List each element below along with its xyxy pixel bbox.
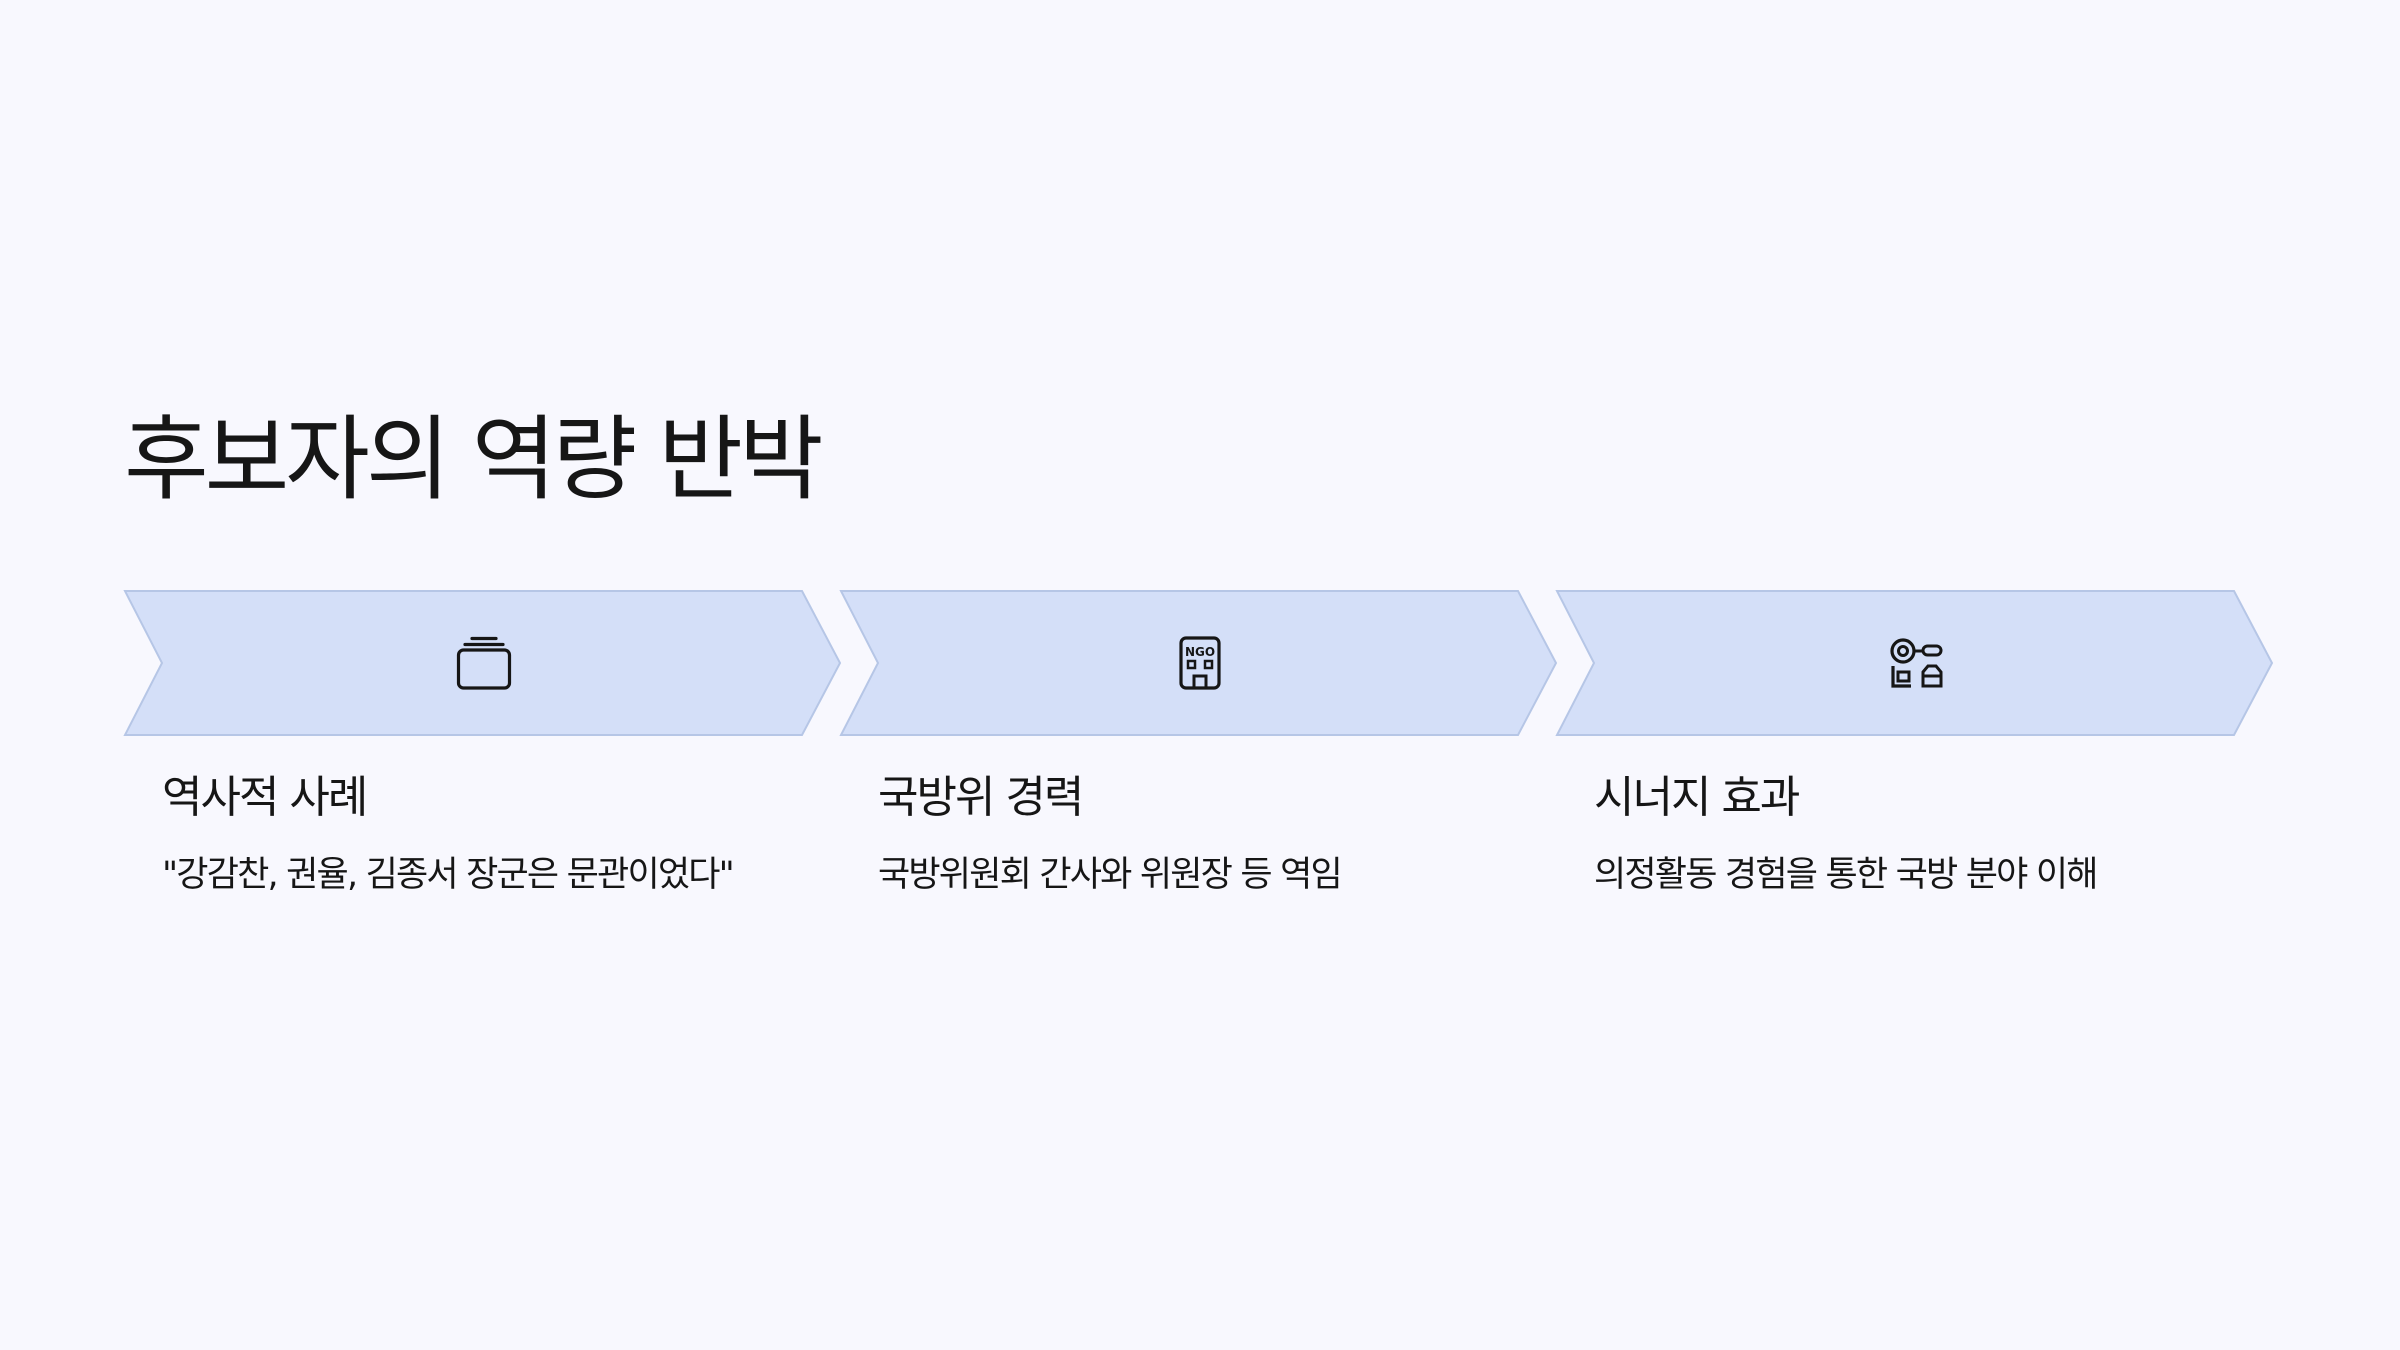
step-chevron-1 — [123, 590, 844, 736]
step-title-1: 역사적 사례 — [162, 772, 368, 823]
ngo-building-icon: NGO — [1173, 636, 1227, 690]
svg-text:NGO: NGO — [1185, 645, 1215, 659]
slide-title: 후보자의 역량 반박 — [124, 406, 824, 513]
step-chevron-2: NGO — [839, 590, 1560, 736]
step-chevron-3 — [1555, 590, 2276, 736]
chevron-shape — [123, 590, 842, 736]
chevron-shape — [1555, 590, 2274, 736]
step-title-2: 국방위 경력 — [878, 772, 1084, 823]
step-description-3: 의정활동 경험을 통한 국방 분야 이해 — [1594, 855, 2098, 895]
step-description-1: "강감찬, 권율, 김종서 장군은 문관이었다" — [162, 855, 735, 895]
chevron-shape — [839, 590, 1558, 736]
step-description-2: 국방위원회 간사와 위원장 등 역임 — [878, 855, 1343, 895]
wallet-icon — [456, 636, 512, 690]
step-title-3: 시너지 효과 — [1594, 772, 1800, 823]
synergy-icon — [1889, 636, 1943, 690]
